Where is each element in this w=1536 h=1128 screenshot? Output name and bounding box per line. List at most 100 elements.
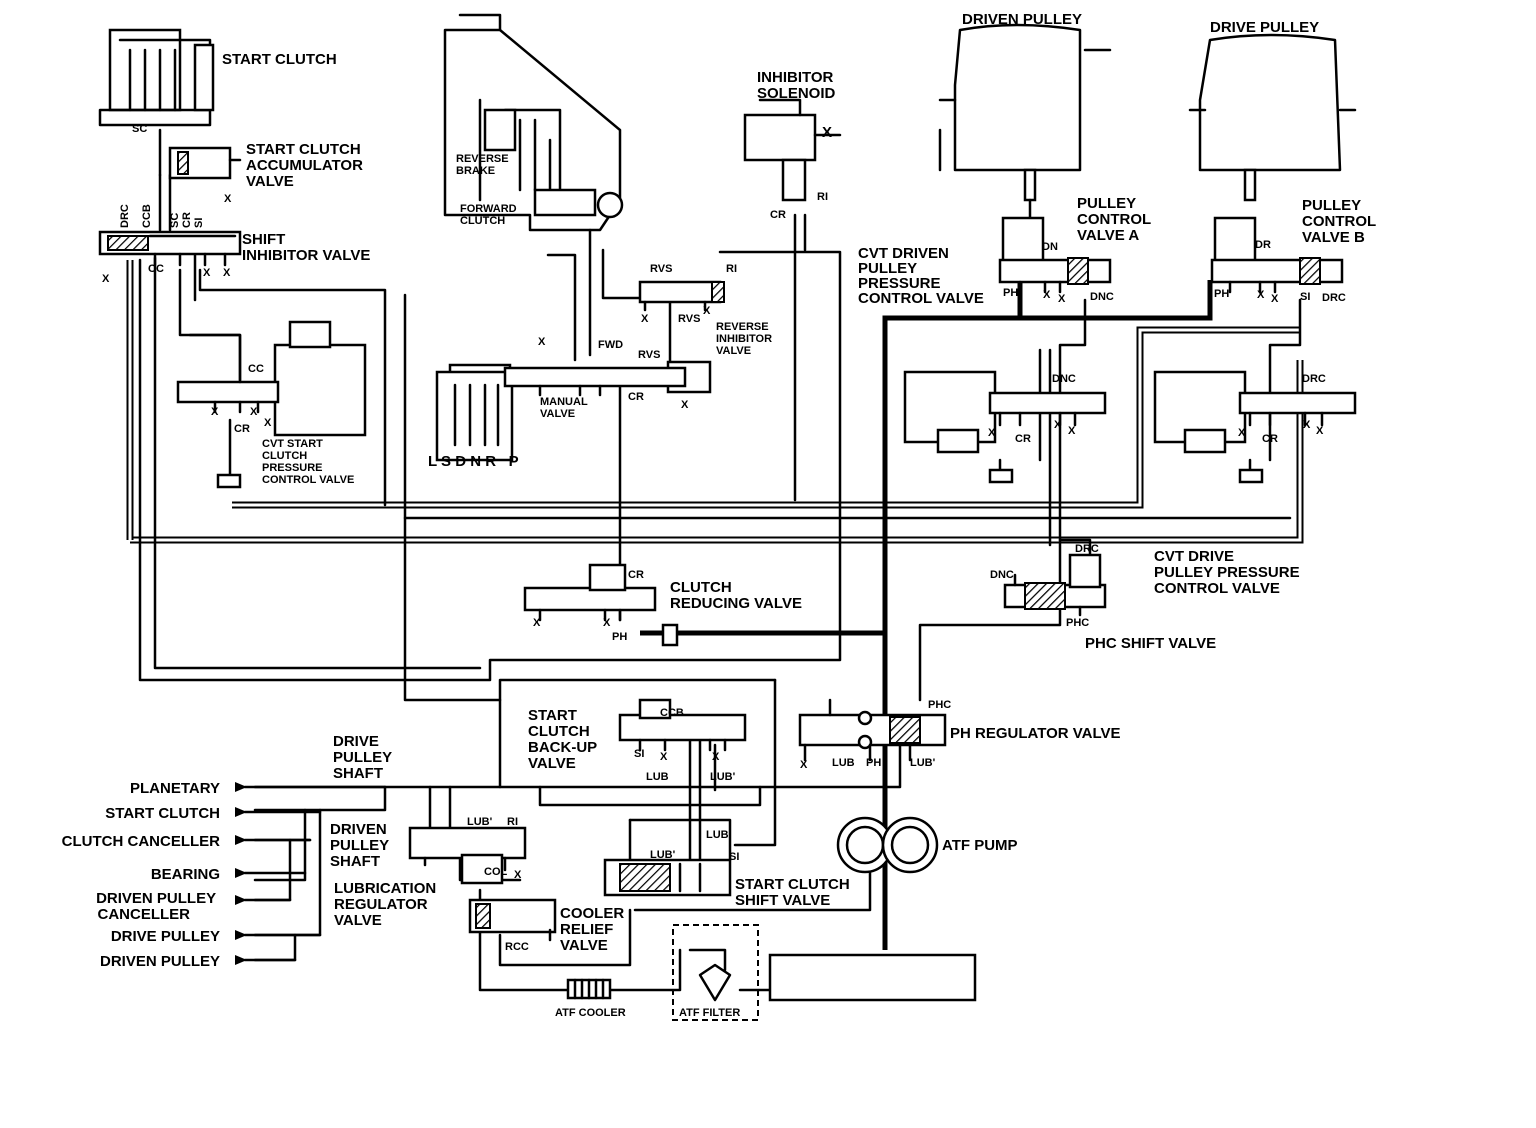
forward-clutch-label: FORWARD CLUTCH bbox=[460, 203, 520, 227]
lubrication-regulator-valve-drawing bbox=[408, 826, 527, 885]
selector-positions-label: L S D N R P bbox=[428, 453, 519, 470]
shift-inhibitor-valve-drawing bbox=[98, 230, 242, 267]
atf-cooler-drawing bbox=[566, 978, 612, 1000]
port-lub-prime-1: LUB' bbox=[710, 771, 736, 783]
port-cr-4: CR bbox=[770, 209, 786, 221]
port-ccb-2: CCB bbox=[660, 707, 684, 719]
driven-pulley-shaft-label: DRIVEN PULLEY SHAFT bbox=[330, 821, 393, 870]
port-x-21: X bbox=[1303, 419, 1311, 431]
port-x-23: X bbox=[533, 617, 541, 629]
port-x-8: X bbox=[641, 313, 649, 325]
ph-regulator-valve-drawing bbox=[798, 698, 947, 762]
shift-inhibitor-valve-label: SHIFT INHIBITOR VALVE bbox=[242, 231, 370, 264]
output-driven-pulley-canceller-label: DRIVEN PULLEY CANCELLER bbox=[96, 890, 220, 923]
reverse-inhibitor-valve-label: REVERSE INHIBITOR VALVE bbox=[716, 321, 775, 357]
start-clutch-accumulator-valve-drawing bbox=[168, 146, 242, 180]
reverse-brake-label: REVERSE BRAKE bbox=[456, 153, 512, 177]
port-rcc: RCC bbox=[505, 941, 529, 953]
inhibitor-solenoid-drawing bbox=[743, 98, 842, 202]
start-clutch-label: START CLUTCH bbox=[222, 51, 337, 68]
port-x-16: X bbox=[1271, 293, 1279, 305]
port-ph-1: PH bbox=[1003, 287, 1018, 299]
port-ccb: CCB bbox=[141, 204, 153, 228]
lubrication-regulator-valve-label: LUBRICATION REGULATOR VALVE bbox=[334, 880, 440, 929]
port-lub-3: LUB bbox=[706, 829, 729, 841]
atf-filter-label: ATF FILTER bbox=[679, 1007, 740, 1019]
port-x-28: X bbox=[514, 869, 522, 881]
output-driven-pulley-label: DRIVEN PULLEY bbox=[100, 953, 220, 970]
atf-cooler-label: ATF COOLER bbox=[555, 1007, 626, 1019]
driven-pulley-drawing bbox=[938, 23, 1112, 220]
port-lub-1: LUB bbox=[646, 771, 669, 783]
port-cr-7: CR bbox=[628, 569, 644, 581]
port-x-12: X bbox=[822, 124, 832, 141]
component-labels: START CLUTCH START CLUTCH ACCUMULATOR VA… bbox=[222, 11, 1376, 1019]
start-clutch-drawing bbox=[98, 28, 215, 127]
output-labels: PLANETARY START CLUTCH CLUTCH CANCELLER … bbox=[62, 780, 220, 970]
port-drc-3: DRC bbox=[1302, 373, 1326, 385]
port-x-18: X bbox=[1054, 419, 1062, 431]
port-x-10: X bbox=[538, 336, 546, 348]
port-x-26: X bbox=[712, 751, 720, 763]
inhibitor-solenoid-label: INHIBITOR SOLENOID bbox=[757, 69, 838, 102]
port-x-24: X bbox=[603, 617, 611, 629]
cvt-drive-pulley-pressure-control-valve-label: CVT DRIVE PULLEY PRESSURE CONTROL VALVE bbox=[1154, 548, 1304, 597]
port-lub-2: LUB bbox=[832, 757, 855, 769]
port-lub-prime-2: LUB' bbox=[910, 757, 936, 769]
port-x-4: X bbox=[224, 193, 232, 205]
atf-pump-label: ATF PUMP bbox=[942, 837, 1018, 854]
port-ph-3: PH bbox=[612, 631, 627, 643]
cooler-relief-valve-label: COOLER RELIEF VALVE bbox=[560, 905, 628, 954]
start-clutch-shift-valve-label: START CLUTCH SHIFT VALVE bbox=[735, 876, 854, 909]
port-drc: DRC bbox=[119, 204, 131, 228]
port-x-5: X bbox=[211, 406, 219, 418]
pulley-control-valve-a-drawing bbox=[998, 216, 1112, 294]
port-cc-2: CC bbox=[248, 363, 264, 375]
port-ri-2: RI bbox=[817, 191, 828, 203]
port-cr-5: CR bbox=[1015, 433, 1031, 445]
port-rvs-1: RVS bbox=[650, 263, 672, 275]
port-cr-1: CR bbox=[181, 212, 193, 228]
port-x-3: X bbox=[223, 267, 231, 279]
drive-pulley-label: DRIVE PULLEY bbox=[1210, 19, 1319, 36]
port-x-11: X bbox=[681, 399, 689, 411]
manual-valve-label: MANUAL VALVE bbox=[540, 396, 591, 420]
port-x-19: X bbox=[1068, 425, 1076, 437]
driven-pulley-label: DRIVEN PULLEY bbox=[962, 11, 1082, 28]
port-x-15: X bbox=[1257, 289, 1265, 301]
cooler-relief-valve-drawing bbox=[468, 898, 557, 942]
reverse-brake-forward-clutch-drawing bbox=[443, 13, 624, 232]
output-clutch-canceller-label: CLUTCH CANCELLER bbox=[62, 833, 220, 850]
port-ph-2: PH bbox=[1214, 288, 1229, 300]
port-x-6: X bbox=[250, 406, 258, 418]
port-col: COL bbox=[484, 866, 508, 878]
port-lub-prime-3: LUB' bbox=[467, 816, 493, 828]
port-si-4: SI bbox=[729, 851, 739, 863]
output-arrows bbox=[235, 782, 387, 965]
start-clutch-back-up-valve-drawing bbox=[618, 698, 747, 752]
port-dr: DR bbox=[1255, 239, 1271, 251]
port-ri-3: RI bbox=[507, 816, 518, 828]
port-cc-1: CC bbox=[148, 263, 164, 275]
atf-sump-drawing bbox=[768, 953, 977, 1002]
port-cr-6: CR bbox=[1262, 433, 1278, 445]
cvt-driven-pulley-pressure-control-valve-label: CVT DRIVEN PULLEY PRESSURE CONTROL VALVE bbox=[858, 245, 984, 307]
drive-pulley-drawing bbox=[1188, 33, 1357, 202]
output-planetary-label: PLANETARY bbox=[130, 780, 220, 797]
pulley-control-valve-b-drawing bbox=[1210, 216, 1344, 294]
phc-shift-valve-drawing bbox=[1003, 553, 1107, 617]
port-sc: SC bbox=[132, 123, 147, 135]
output-bearing-label: BEARING bbox=[151, 866, 220, 883]
atf-filter-drawing bbox=[672, 924, 759, 1021]
port-ri-1: RI bbox=[726, 263, 737, 275]
port-phc-2: PHC bbox=[928, 699, 951, 711]
port-sc-2: SC bbox=[169, 213, 181, 228]
port-x-20: X bbox=[1238, 427, 1246, 439]
cvt-start-clutch-pressure-control-valve-label: CVT START CLUTCH PRESSURE CONTROL VALVE bbox=[262, 438, 354, 486]
start-clutch-shift-valve-drawing bbox=[603, 858, 732, 897]
drive-pulley-shaft-label: DRIVE PULLEY SHAFT bbox=[333, 733, 396, 782]
pulley-control-valve-a-label: PULLEY CONTROL VALVE A bbox=[1077, 195, 1155, 244]
port-drc-4: DRC bbox=[1075, 543, 1099, 555]
manual-valve-drawing bbox=[435, 363, 687, 462]
